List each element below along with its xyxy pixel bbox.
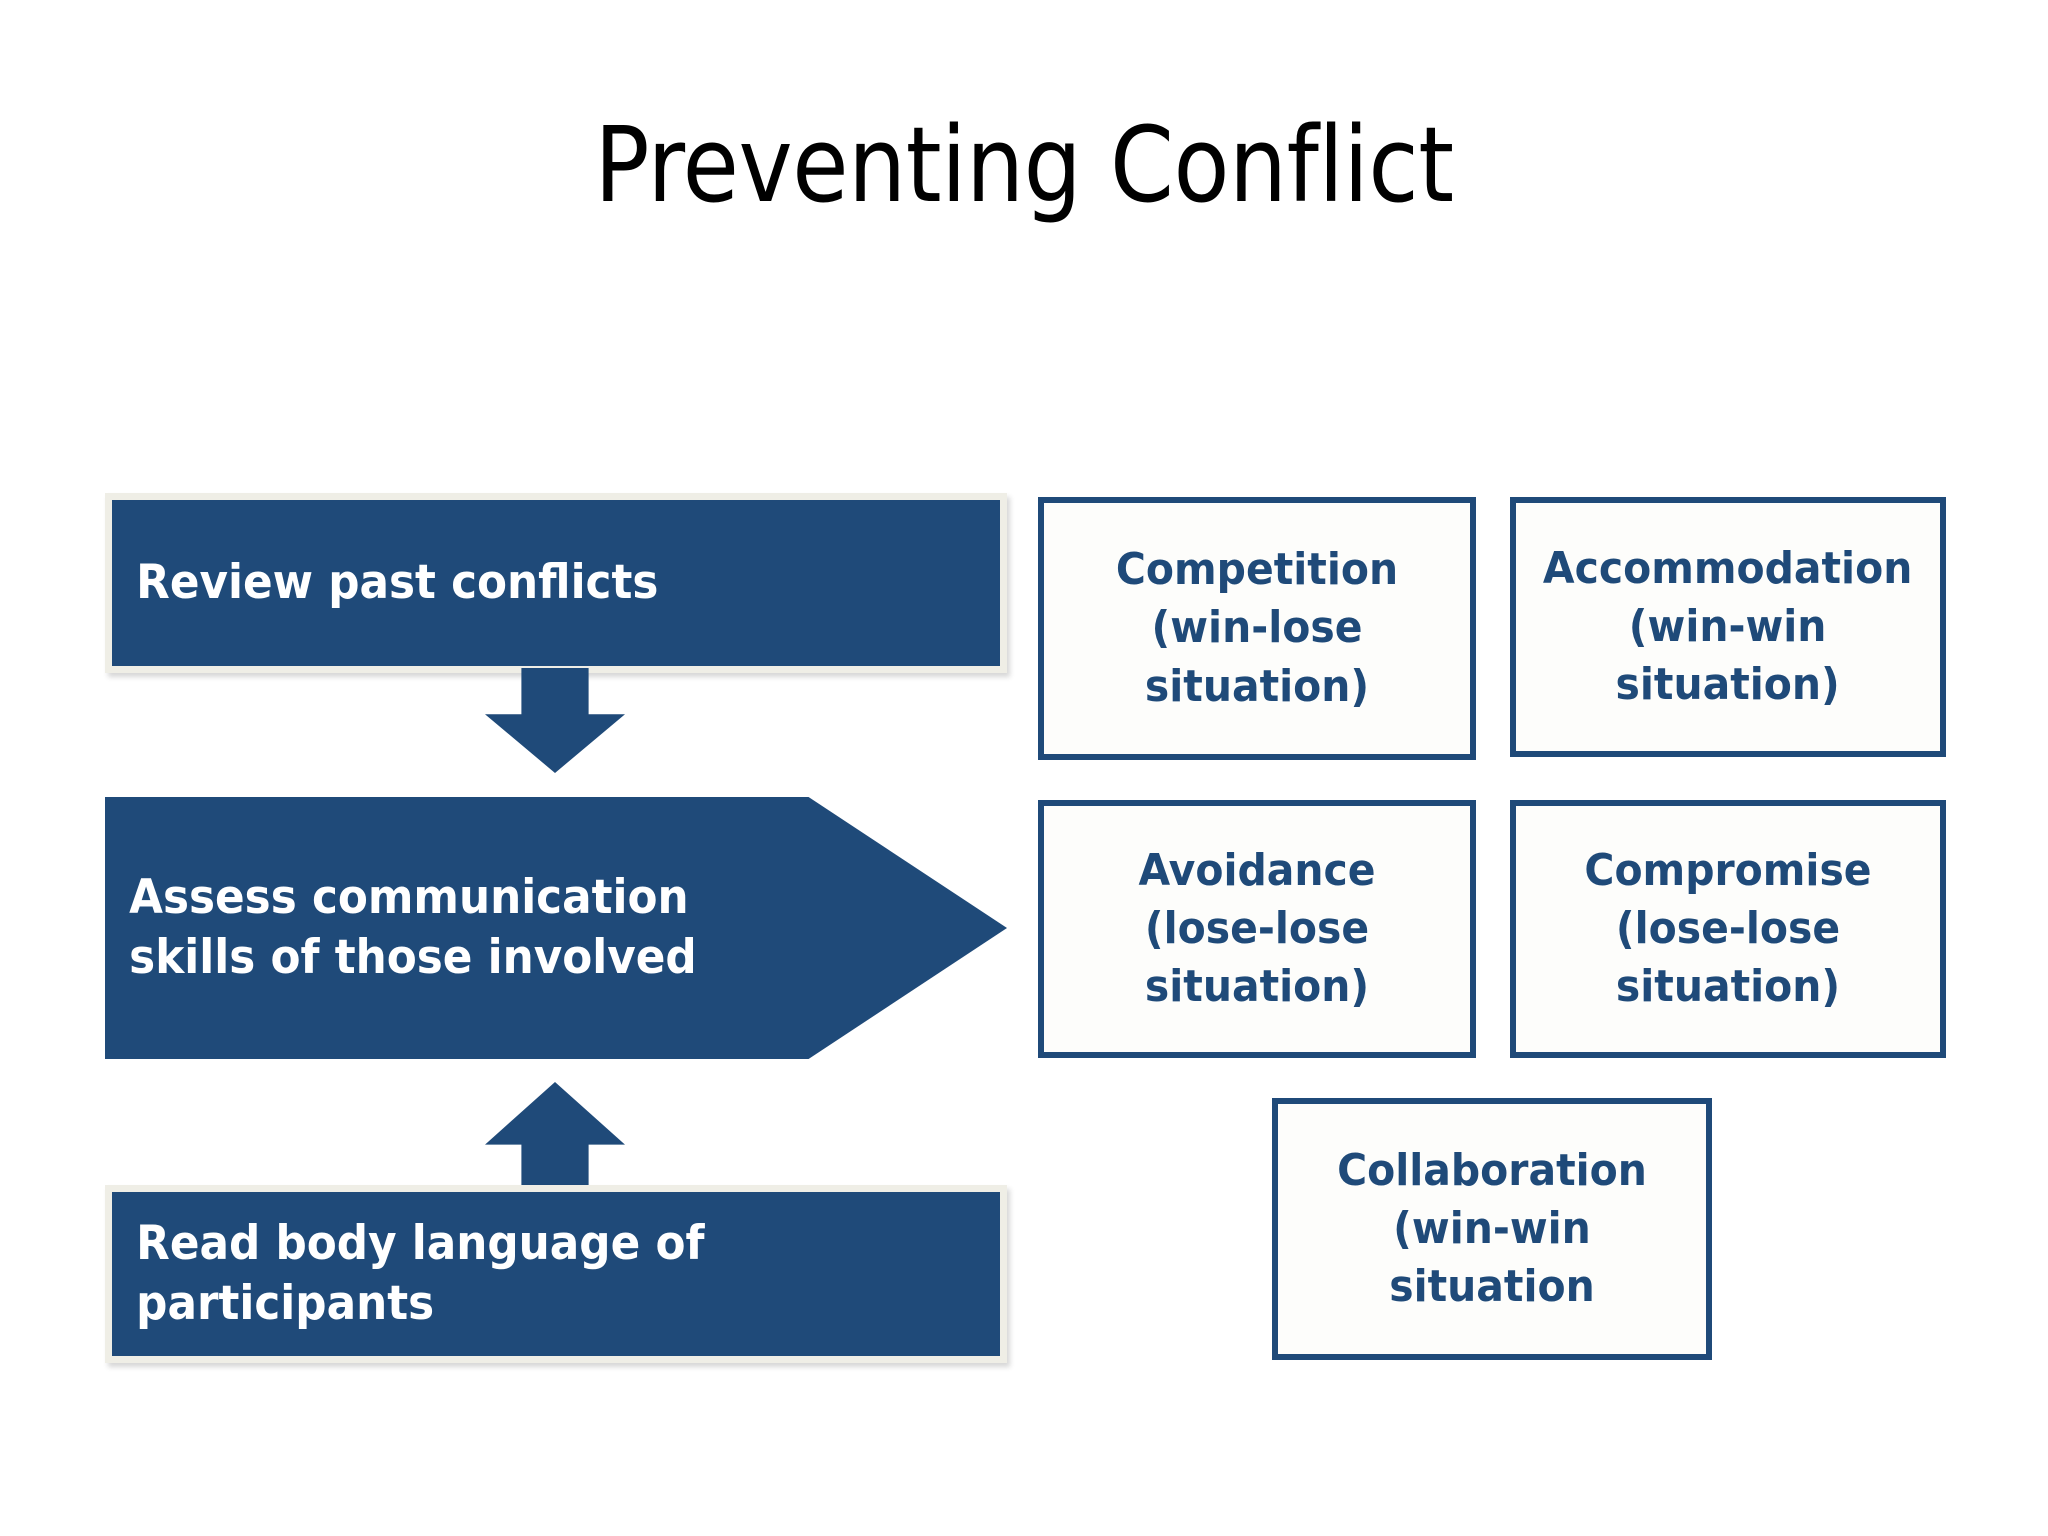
conflict-style-avoidance[interactable]: Avoidance (lose-lose situation) [1038,800,1476,1058]
arrow-up-icon [485,1082,625,1190]
conflict-style-label: Avoidance (lose-lose situation) [1138,844,1376,1013]
page-title: Preventing Conflict [594,104,1454,226]
conflict-style-collaboration[interactable]: Collaboration (win-win situation [1272,1098,1712,1360]
flow-step-label: Review past conflicts [136,554,659,610]
flow-step-label: Assess communication skills of those inv… [129,869,697,985]
conflict-style-competition[interactable]: Competition (win-lose situation) [1038,497,1476,760]
conflict-style-label: Accommodation (win-win situation) [1543,542,1913,711]
conflict-style-label: Compromise (lose-lose situation) [1584,844,1872,1013]
conflict-style-accommodation[interactable]: Accommodation (win-win situation) [1510,497,1946,757]
conflict-style-compromise[interactable]: Compromise (lose-lose situation) [1510,800,1946,1058]
conflict-style-label: Collaboration (win-win situation [1337,1144,1647,1313]
flow-step-label: Read body language of participants [136,1215,705,1331]
flow-step-assess-communication-skills[interactable]: Assess communication skills of those inv… [105,797,1007,1059]
flow-step-read-body-language[interactable]: Read body language of participants [105,1185,1007,1363]
arrow-down-icon [485,668,625,773]
flow-step-review-past-conflicts[interactable]: Review past conflicts [105,493,1007,673]
conflict-style-label: Competition (win-lose situation) [1115,544,1399,712]
